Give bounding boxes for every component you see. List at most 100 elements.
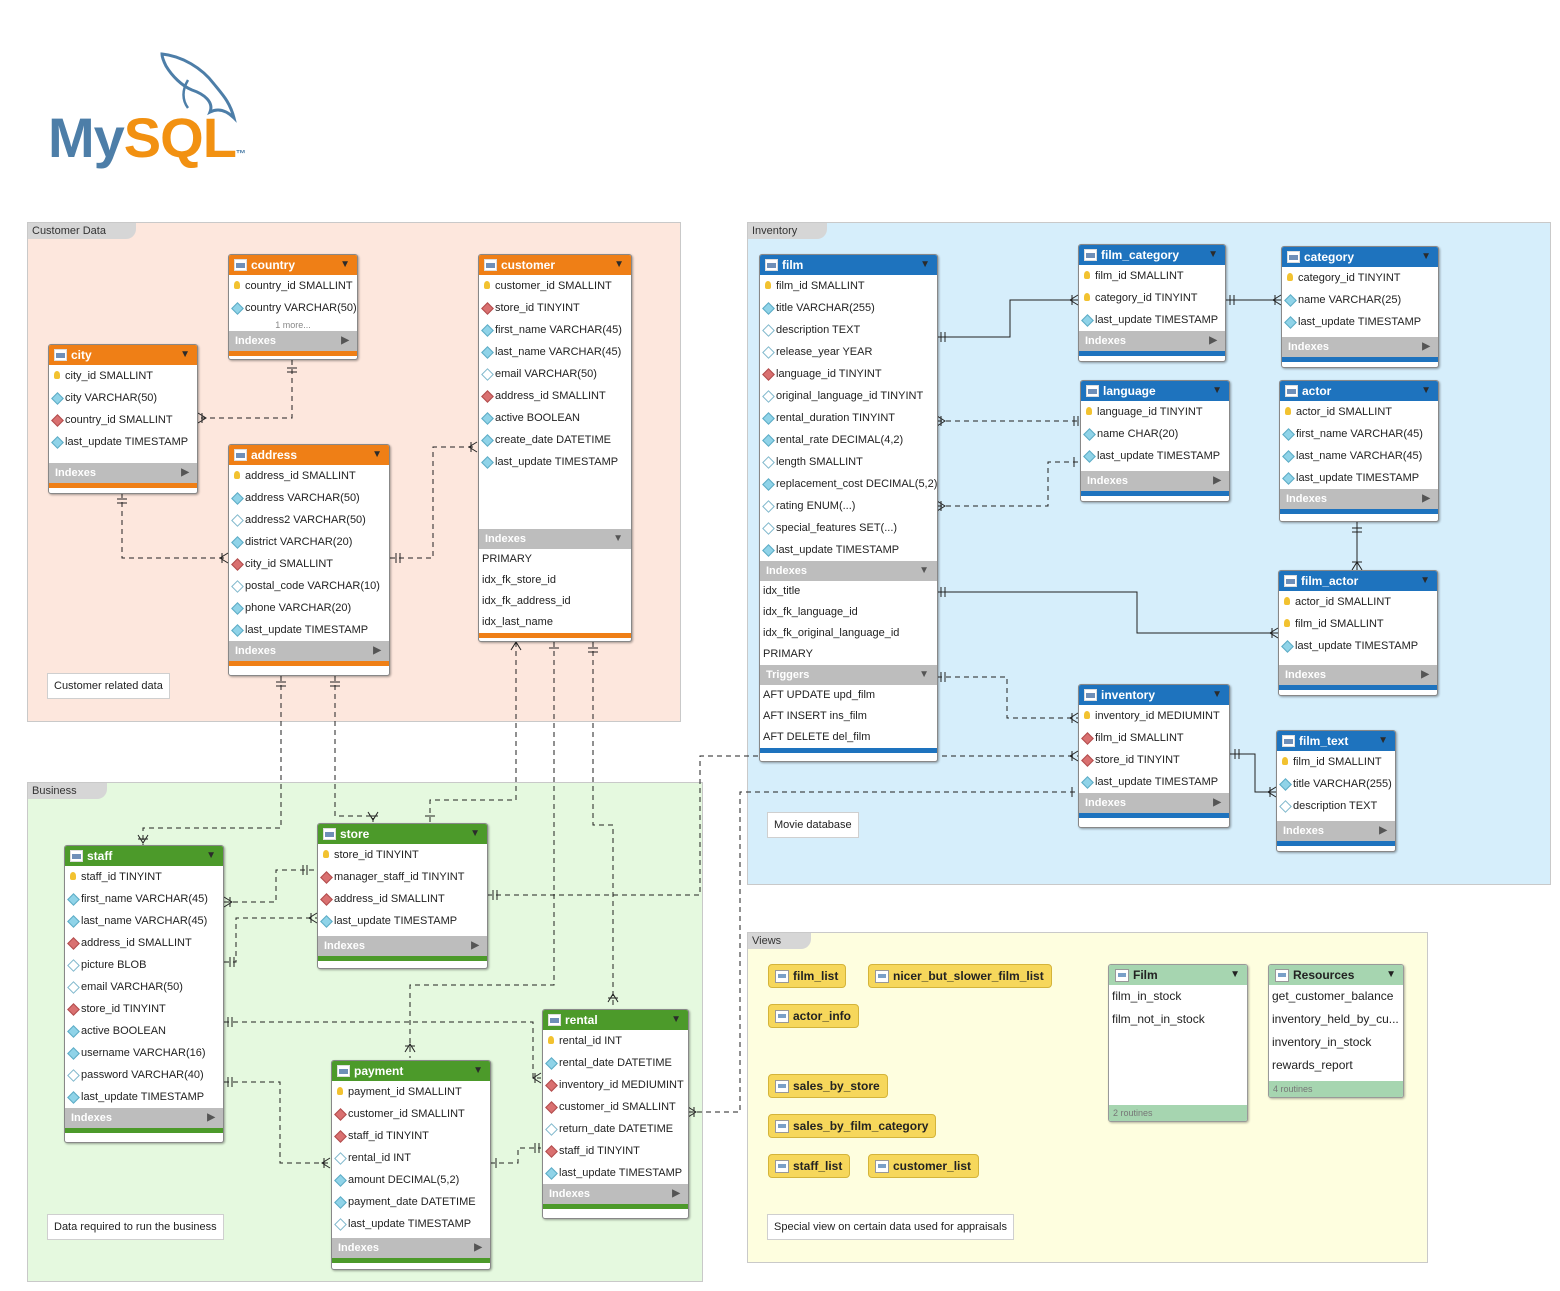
column[interactable]: special_features SET(...)	[760, 517, 937, 539]
table-header[interactable]: address▼	[229, 445, 389, 465]
column[interactable]: district VARCHAR(20)	[229, 531, 389, 553]
column[interactable]: picture BLOB	[65, 954, 223, 976]
table-header[interactable]: film▼	[760, 255, 937, 275]
routine-group-header[interactable]: Resources▼	[1269, 965, 1403, 985]
table-payment[interactable]: payment▼ payment_id SMALLINT customer_id…	[331, 1060, 491, 1270]
column[interactable]: payment_date DATETIME	[332, 1191, 490, 1213]
table-header[interactable]: inventory▼	[1079, 685, 1229, 705]
column[interactable]: amount DECIMAL(5,2)	[332, 1169, 490, 1191]
column[interactable]: rental_id INT	[332, 1147, 490, 1169]
indexes-section[interactable]: Indexes▶	[1079, 793, 1229, 813]
table-address[interactable]: address▼ address_id SMALLINT address VAR…	[228, 444, 390, 676]
column[interactable]: country_id SMALLINT	[49, 409, 197, 431]
trigger-item[interactable]: AFT INSERT ins_film	[763, 710, 867, 722]
column[interactable]: last_update TIMESTAMP	[49, 431, 197, 453]
table-header[interactable]: staff▼	[65, 846, 223, 866]
index-item[interactable]: idx_fk_original_language_id	[763, 627, 900, 639]
expand-arrow-icon[interactable]: ▶	[1213, 797, 1221, 808]
collapse-arrow-icon[interactable]: ▼	[206, 850, 216, 861]
indexes-section[interactable]: Indexes▶	[1282, 337, 1438, 357]
column[interactable]: rental_id INT	[543, 1030, 688, 1052]
table-header[interactable]: film_category▼	[1079, 245, 1225, 265]
column[interactable]: film_id SMALLINT	[1277, 751, 1395, 773]
collapse-arrow-icon[interactable]: ▼	[1208, 249, 1218, 260]
table-film-text[interactable]: film_text▼ film_id SMALLINT title VARCHA…	[1276, 730, 1396, 852]
column[interactable]: last_update TIMESTAMP	[332, 1213, 490, 1235]
table-header[interactable]: country▼	[229, 255, 357, 275]
column[interactable]: name VARCHAR(25)	[1282, 289, 1438, 311]
indexes-section[interactable]: Indexes▶	[1280, 489, 1438, 509]
column[interactable]: postal_code VARCHAR(10)	[229, 575, 389, 597]
column[interactable]: title VARCHAR(255)	[760, 297, 937, 319]
triggers-section[interactable]: Triggers▼	[760, 665, 937, 685]
column[interactable]: original_language_id TINYINT	[760, 385, 937, 407]
collapse-arrow-icon[interactable]: ▼	[919, 565, 929, 576]
column[interactable]: category_id TINYINT	[1079, 287, 1225, 309]
column[interactable]: customer_id SMALLINT	[479, 275, 631, 297]
expand-arrow-icon[interactable]: ▶	[341, 335, 349, 346]
trigger-item[interactable]: AFT UPDATE upd_film	[763, 689, 876, 701]
index-item[interactable]: idx_last_name	[482, 616, 553, 628]
view-film-list[interactable]: film_list	[768, 964, 847, 988]
table-header[interactable]: film_actor▼	[1279, 571, 1437, 591]
column[interactable]: store_id TINYINT	[1079, 749, 1229, 771]
table-rental[interactable]: rental▼ rental_id INT rental_date DATETI…	[542, 1009, 689, 1219]
column[interactable]: customer_id SMALLINT	[332, 1103, 490, 1125]
collapse-arrow-icon[interactable]: ▼	[920, 259, 930, 270]
column[interactable]: last_update TIMESTAMP	[1279, 635, 1437, 657]
view-sales-by-film-category[interactable]: sales_by_film_category	[768, 1114, 937, 1138]
column[interactable]: address VARCHAR(50)	[229, 487, 389, 509]
column[interactable]: last_update TIMESTAMP	[1079, 309, 1225, 331]
column[interactable]: create_date DATETIME	[479, 429, 631, 451]
indexes-section[interactable]: Indexes▶	[49, 463, 197, 483]
index-item[interactable]: idx_title	[763, 585, 801, 597]
routine-group-header[interactable]: Film▼	[1109, 965, 1247, 985]
indexes-section[interactable]: Indexes▶	[543, 1184, 688, 1204]
table-inventory[interactable]: inventory▼ inventory_id MEDIUMINT film_i…	[1078, 684, 1230, 828]
column[interactable]: first_name VARCHAR(45)	[1280, 423, 1438, 445]
column[interactable]: address_id SMALLINT	[318, 888, 487, 910]
column[interactable]: staff_id TINYINT	[543, 1140, 688, 1162]
indexes-section[interactable]: Indexes▶	[332, 1238, 490, 1258]
table-header[interactable]: payment▼	[332, 1061, 490, 1081]
column[interactable]: address2 VARCHAR(50)	[229, 509, 389, 531]
view-customer-list[interactable]: customer_list	[868, 1154, 980, 1178]
collapse-arrow-icon[interactable]: ▼	[1378, 735, 1388, 746]
routine-group-film[interactable]: Film▼ film_in_stock film_not_in_stock 2 …	[1108, 964, 1248, 1122]
collapse-arrow-icon[interactable]: ▼	[473, 1065, 483, 1076]
index-item[interactable]: idx_fk_store_id	[482, 574, 556, 586]
table-film-actor[interactable]: film_actor▼ actor_id SMALLINT film_id SM…	[1278, 570, 1438, 696]
column[interactable]: rating ENUM(...)	[760, 495, 937, 517]
index-item[interactable]: idx_fk_address_id	[482, 595, 571, 607]
column[interactable]: actor_id SMALLINT	[1279, 591, 1437, 613]
column[interactable]: last_name VARCHAR(45)	[479, 341, 631, 363]
table-customer[interactable]: customer▼ customer_id SMALLINT store_id …	[478, 254, 632, 642]
expand-arrow-icon[interactable]: ▶	[1422, 493, 1430, 504]
routine-group-resources[interactable]: Resources▼ get_customer_balance inventor…	[1268, 964, 1404, 1098]
collapse-arrow-icon[interactable]: ▼	[180, 349, 190, 360]
indexes-section[interactable]: Indexes▶	[318, 936, 487, 956]
column[interactable]: category_id TINYINT	[1282, 267, 1438, 289]
column[interactable]: rental_duration TINYINT	[760, 407, 937, 429]
column[interactable]: country VARCHAR(50)	[229, 297, 357, 319]
expand-arrow-icon[interactable]: ▶	[1422, 341, 1430, 352]
table-header[interactable]: city▼	[49, 345, 197, 365]
column[interactable]: language_id TINYINT	[760, 363, 937, 385]
column[interactable]: payment_id SMALLINT	[332, 1081, 490, 1103]
column[interactable]: length SMALLINT	[760, 451, 937, 473]
column[interactable]: last_update TIMESTAMP	[65, 1086, 223, 1108]
column[interactable]: last_update TIMESTAMP	[543, 1162, 688, 1184]
column[interactable]: last_update TIMESTAMP	[760, 539, 937, 561]
table-header[interactable]: customer▼	[479, 255, 631, 275]
column[interactable]: country_id SMALLINT	[229, 275, 357, 297]
table-header[interactable]: actor▼	[1280, 381, 1438, 401]
expand-arrow-icon[interactable]: ▶	[474, 1242, 482, 1253]
column[interactable]: last_name VARCHAR(45)	[1280, 445, 1438, 467]
column[interactable]: first_name VARCHAR(45)	[65, 888, 223, 910]
column[interactable]: description TEXT	[1277, 795, 1395, 817]
column[interactable]: last_update TIMESTAMP	[1079, 771, 1229, 793]
column[interactable]: staff_id TINYINT	[332, 1125, 490, 1147]
column[interactable]: inventory_id MEDIUMINT	[543, 1074, 688, 1096]
table-header[interactable]: store▼	[318, 824, 487, 844]
collapse-arrow-icon[interactable]: ▼	[919, 669, 929, 680]
